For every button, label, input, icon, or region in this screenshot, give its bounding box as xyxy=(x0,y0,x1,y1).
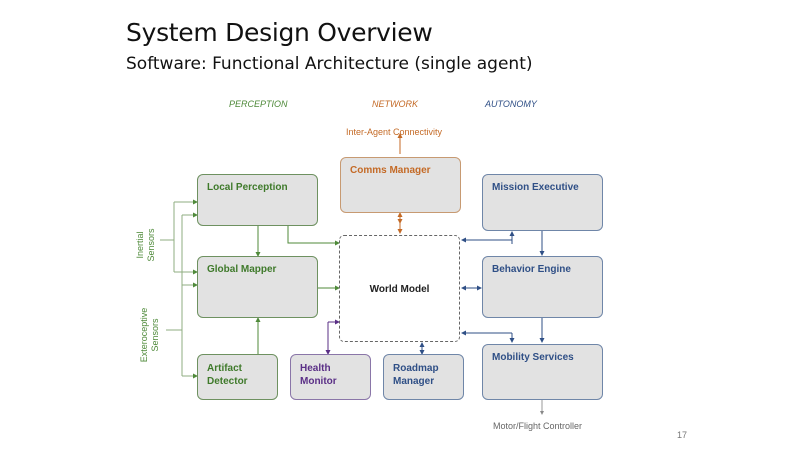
mission-executive-label: Mission Executive xyxy=(492,182,579,193)
local-to-world-arrow xyxy=(287,226,340,246)
comms-manager-label: Comms Manager xyxy=(350,165,431,176)
slide-title: System Design Overview xyxy=(126,18,433,47)
sensor-bus xyxy=(160,199,198,379)
comms-manager-box[interactable]: Comms Manager xyxy=(340,157,461,213)
global-mapper-box[interactable]: Global Mapper xyxy=(197,256,318,318)
global-mapper-label: Global Mapper xyxy=(207,264,277,275)
inter-agent-connectivity-label: Inter-Agent Connectivity xyxy=(346,127,443,137)
slide-subtitle: Software: Functional Architecture (singl… xyxy=(126,54,533,74)
mobility-services-label: Mobility Services xyxy=(492,352,574,363)
column-label-autonomy: AUTONOMY xyxy=(485,99,537,109)
column-label-perception: PERCEPTION xyxy=(229,99,288,109)
page-number: 17 xyxy=(677,430,688,440)
behavior-engine-box[interactable]: Behavior Engine xyxy=(482,256,603,318)
column-label-network: NETWORK xyxy=(372,99,418,109)
motor-flight-controller-label: Motor/Flight Controller xyxy=(493,421,583,431)
behavior-engine-label: Behavior Engine xyxy=(492,264,571,275)
world-model-box[interactable]: World Model xyxy=(339,235,460,342)
local-perception-box[interactable]: Local Perception xyxy=(197,174,318,226)
mission-executive-box[interactable]: Mission Executive xyxy=(482,174,603,231)
mobility-services-box[interactable]: Mobility Services xyxy=(482,344,603,400)
local-perception-label: Local Perception xyxy=(207,182,288,193)
world-model-label: World Model xyxy=(369,284,430,295)
